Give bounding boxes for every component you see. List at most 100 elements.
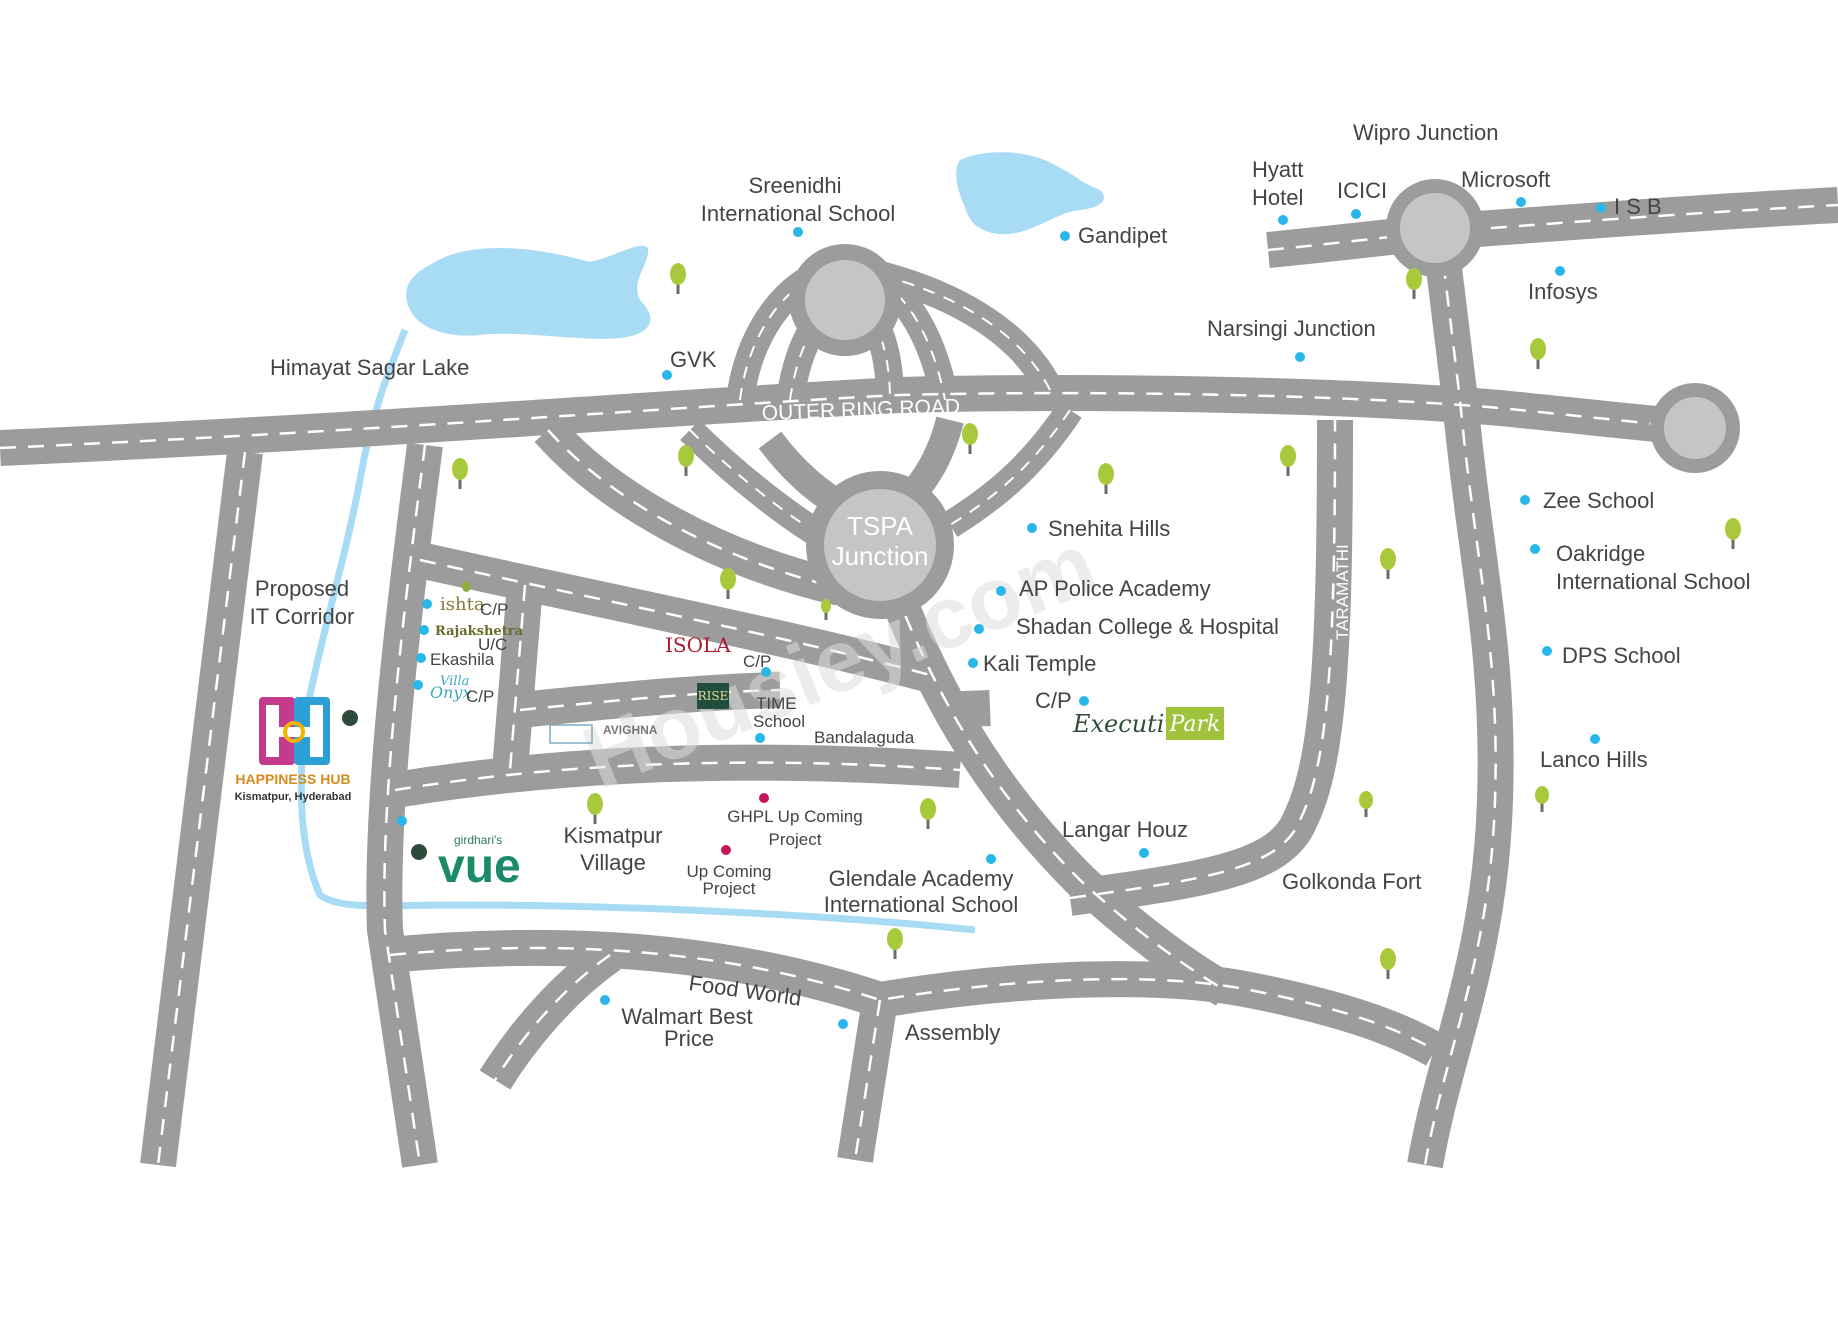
location-dot-icon xyxy=(1530,544,1540,554)
location-dot-icon xyxy=(1027,523,1037,533)
label-himayat-sagar: Himayat Sagar Lake xyxy=(270,355,469,380)
tree-icon xyxy=(1359,791,1373,817)
label-tspa-line2: Junction xyxy=(832,541,929,571)
marker-dot-girdhari xyxy=(411,844,427,860)
location-dot-icon xyxy=(974,624,984,634)
label-snehita: Snehita Hills xyxy=(1048,516,1170,541)
label-bandalaguda: Bandalaguda xyxy=(814,728,915,747)
logo-rise-box xyxy=(697,683,729,709)
label-assembly: Assembly xyxy=(905,1020,1000,1045)
location-dot-icon xyxy=(1139,848,1149,858)
location-dot-icon xyxy=(413,680,423,690)
logo-villa-onyx-2: Onyx xyxy=(430,683,471,702)
logo-rajakshetra: Rajakshetra xyxy=(435,624,524,639)
tree-icon xyxy=(962,423,978,454)
poi-dots xyxy=(397,197,1606,1029)
label-proposed-1: Proposed xyxy=(255,576,349,601)
villa-onyx-status: C/P xyxy=(466,687,494,706)
label-upcoming-1: Up Coming xyxy=(686,862,771,881)
isola-status: C/P xyxy=(743,652,771,671)
tree-icon xyxy=(587,793,603,824)
junction-tspa xyxy=(806,471,954,619)
tree-icon xyxy=(1380,548,1396,579)
tree-icon xyxy=(1725,518,1741,549)
tree-icon xyxy=(1380,948,1396,979)
rajakshetra-status: U/C xyxy=(478,635,507,654)
tree-icon xyxy=(1098,463,1114,494)
project-logos: ishta C/P Rajakshetra U/C Ekashila Villa… xyxy=(235,581,1224,893)
label-golkonda: Golkonda Fort xyxy=(1282,869,1421,894)
location-dot-icon xyxy=(1542,646,1552,656)
label-ekashila: Ekashila xyxy=(430,650,495,669)
label-kismatpur-2: Village xyxy=(580,850,646,875)
logo-ishta: ishta xyxy=(440,594,485,615)
label-langar: Langar Houz xyxy=(1062,817,1188,842)
logo-isola: ISOLA xyxy=(665,633,731,657)
label-hyatt-2: Hotel xyxy=(1252,185,1303,210)
location-dot-icon xyxy=(397,816,407,826)
musi-river xyxy=(297,328,976,934)
label-walmart-1: Walmart Best xyxy=(621,1004,752,1029)
location-dot-icon xyxy=(793,227,803,237)
location-dot-icon xyxy=(1278,215,1288,225)
water-layer xyxy=(297,152,1104,934)
location-dot-icon xyxy=(838,1019,848,1029)
location-dot-icon xyxy=(1555,266,1565,276)
label-shadan: Shadan College & Hospital xyxy=(1016,614,1279,639)
logo-girdhari-1: girdhari's xyxy=(454,833,502,847)
label-dps: DPS School xyxy=(1562,643,1681,668)
road-left-vertical xyxy=(140,449,263,1168)
tree-icon xyxy=(1280,445,1296,476)
label-zee: Zee School xyxy=(1543,488,1654,513)
label-microsoft: Microsoft xyxy=(1461,167,1550,192)
label-lanco: Lanco Hills xyxy=(1540,747,1648,772)
label-proposed-2: IT Corridor xyxy=(250,604,355,629)
location-dot-icon xyxy=(1295,352,1305,362)
location-dot-icon xyxy=(419,625,429,635)
location-dot-icon xyxy=(1596,203,1606,213)
road-network xyxy=(0,179,1838,1169)
project-dot-icon xyxy=(759,793,769,803)
location-dot-icon xyxy=(600,995,610,1005)
logo-avighna: AVIGHNA xyxy=(603,723,658,737)
logo-executive-park-2: Park xyxy=(1169,712,1221,737)
label-ghpl-1: GHPL Up Coming xyxy=(727,807,862,826)
tree-icon xyxy=(1406,268,1422,299)
gandipet-lake xyxy=(956,152,1104,235)
label-narsingi: Narsingi Junction xyxy=(1207,316,1376,341)
road-assembly xyxy=(837,997,898,1163)
place-labels: Himayat Sagar Lake Gandipet Wipro Juncti… xyxy=(250,120,1751,1051)
himayat-sagar-lake xyxy=(406,245,651,339)
marker-dot-happiness-hub xyxy=(342,710,358,726)
label-wipro-junction: Wipro Junction xyxy=(1353,120,1499,145)
tree-icon xyxy=(821,599,831,620)
location-dot-icon xyxy=(761,667,771,677)
location-dot-icon xyxy=(996,586,1006,596)
location-dot-icon xyxy=(755,733,765,743)
logo-project-box xyxy=(549,724,593,744)
label-tspa-line1: TSPA xyxy=(847,511,914,541)
junction-east xyxy=(1650,383,1740,473)
location-dot-icon xyxy=(986,854,996,864)
label-isb: I S B xyxy=(1614,194,1662,219)
label-sreenidhi-1: Sreenidhi xyxy=(749,173,842,198)
project-dot-icon xyxy=(721,845,731,855)
tree-icon xyxy=(452,458,468,489)
tree-icon xyxy=(1535,786,1549,812)
label-time-1: TIME xyxy=(756,694,797,713)
location-dot-icon xyxy=(1590,734,1600,744)
tree-icon xyxy=(887,928,903,959)
location-dot-icon xyxy=(1079,696,1089,706)
location-dot-icon xyxy=(416,653,426,663)
happiness-hub-logo-icon xyxy=(259,697,330,765)
label-cp: C/P xyxy=(1035,688,1072,713)
label-taramathi: TARAMATHI xyxy=(1333,544,1352,640)
label-ap-police: AP Police Academy xyxy=(1019,576,1211,601)
junction-wipro xyxy=(1386,179,1484,277)
label-glendale-1: Glendale Academy xyxy=(829,866,1014,891)
road-wipro-south xyxy=(1407,232,1514,1169)
label-hyatt-1: Hyatt xyxy=(1252,157,1303,182)
label-gandipet: Gandipet xyxy=(1078,223,1167,248)
location-dot-icon xyxy=(662,370,672,380)
